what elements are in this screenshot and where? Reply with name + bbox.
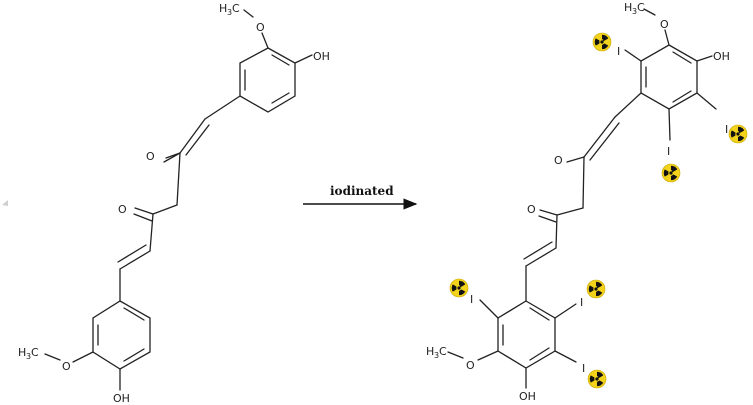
product-methoxy-bottom-h: H bbox=[426, 345, 434, 358]
product-i-bottom-right-top: I bbox=[580, 296, 583, 309]
product-o-methoxy-top: O bbox=[660, 18, 669, 31]
reactant-methoxy-top-h: H bbox=[219, 2, 227, 15]
reactant-o-carbonyl-1: O bbox=[146, 150, 155, 163]
reactant-methoxy-bottom-c: C bbox=[31, 346, 39, 359]
product-oh-top: OH bbox=[713, 50, 730, 63]
product-bottom-ring bbox=[497, 300, 556, 369]
product-o-methoxy-bottom: O bbox=[466, 359, 475, 372]
reactant-top-ring bbox=[239, 47, 296, 113]
reactant-methoxy-bottom-h: H bbox=[18, 346, 26, 359]
product-i-top-right: I bbox=[725, 123, 728, 136]
product-i-top-bottom: I bbox=[667, 145, 670, 158]
product-i-top-left: I bbox=[617, 45, 620, 58]
reaction-arrow-label: iodinated bbox=[330, 184, 394, 198]
reactant-oh-top: OH bbox=[313, 50, 330, 63]
product-methoxy-bottom-c: C bbox=[439, 345, 447, 358]
product-oh-bottom: OH bbox=[519, 390, 536, 403]
product-i-bottom-right-bottom: I bbox=[582, 362, 585, 375]
reactant-o-methoxy-bottom: O bbox=[62, 360, 71, 373]
radiation-trefoil-icon bbox=[587, 369, 607, 389]
reactant-o-carbonyl-2: O bbox=[118, 203, 127, 216]
product-o-carbonyl-2: O bbox=[527, 203, 536, 216]
product-o-carbonyl-1: O bbox=[554, 154, 563, 167]
page-marker bbox=[2, 200, 8, 206]
reactant-methoxy-top-c: C bbox=[232, 2, 240, 15]
product-top-ring bbox=[640, 44, 698, 110]
reactant-o-methoxy-top: O bbox=[256, 21, 265, 34]
radiation-trefoil-icon bbox=[661, 163, 681, 183]
radiation-trefoil-icon bbox=[586, 279, 606, 299]
product-methoxy-top-3: 3 bbox=[632, 7, 637, 16]
product-methoxy-bottom-3: 3 bbox=[434, 351, 439, 360]
product-i-bottom-left: I bbox=[470, 293, 473, 306]
radiation-trefoil-icon bbox=[592, 32, 612, 52]
reactant-methoxy-bottom-3: 3 bbox=[26, 352, 31, 361]
reaction-arrow: iodinated bbox=[303, 184, 418, 210]
radiation-trefoil-icon bbox=[449, 278, 469, 298]
reactant-molecule: O H 3 C OH O O O bbox=[18, 2, 330, 405]
product-methoxy-top-c: C bbox=[637, 1, 645, 14]
reactant-bottom-ring bbox=[92, 300, 151, 370]
reactant-oh-bottom: OH bbox=[113, 392, 130, 405]
reactant-methoxy-top-3: 3 bbox=[227, 8, 232, 17]
product-methoxy-top-h: H bbox=[624, 1, 632, 14]
product-molecule: O H 3 C OH I I I O O bbox=[426, 1, 748, 403]
radiation-trefoil-icon bbox=[728, 124, 748, 144]
